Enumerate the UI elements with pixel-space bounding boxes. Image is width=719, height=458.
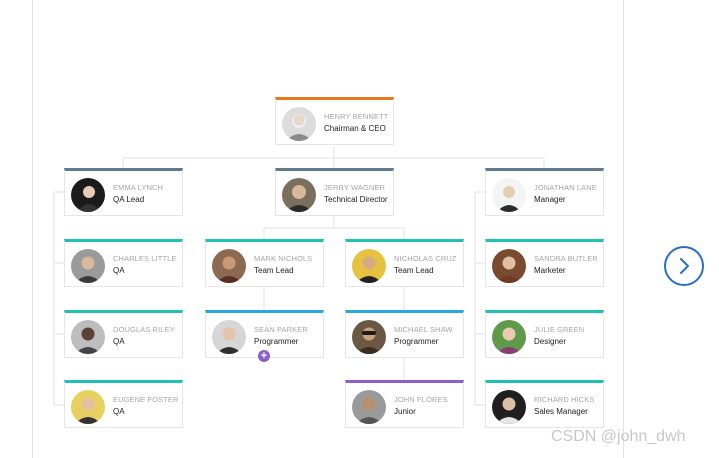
employee-role: Designer xyxy=(534,337,567,346)
org-card-michael-shaw[interactable]: MICHAEL SHAW Programmer xyxy=(345,310,464,358)
employee-name: RICHARD HICKS xyxy=(534,395,595,404)
employee-name: EUGENE FOSTER xyxy=(113,395,179,404)
employee-name: MICHAEL SHAW xyxy=(394,325,453,334)
employee-role: Technical Director xyxy=(324,195,388,204)
avatar xyxy=(71,320,105,354)
next-button[interactable] xyxy=(664,246,704,286)
employee-name: JOHN FLORES xyxy=(394,395,448,404)
org-card-john-flores[interactable]: JOHN FLORES Junior xyxy=(345,380,464,428)
avatar xyxy=(492,249,526,283)
employee-role: Junior xyxy=(394,407,416,416)
employee-name: JONATHAN LANE xyxy=(534,183,597,192)
avatar xyxy=(352,390,386,424)
employee-name: NICHOLAS CRUZ xyxy=(394,254,457,263)
org-card-emma-lynch[interactable]: EMMA LYNCH QA Lead xyxy=(64,168,183,216)
employee-name: CHARLES LITTLE xyxy=(113,254,177,263)
avatar xyxy=(282,178,316,212)
org-card-jonathan-lane[interactable]: JONATHAN LANE Manager xyxy=(485,168,604,216)
avatar xyxy=(212,320,246,354)
employee-role: QA xyxy=(113,266,125,275)
employee-name: SEAN PARKER xyxy=(254,325,308,334)
employee-role: Team Lead xyxy=(254,266,294,275)
org-card-sandra-butler[interactable]: SANDRA BUTLER Marketer xyxy=(485,239,604,287)
employee-role: QA Lead xyxy=(113,195,145,204)
employee-name: HENRY BENNETT xyxy=(324,112,389,121)
avatar xyxy=(71,178,105,212)
expand-plus-icon[interactable]: + xyxy=(258,350,270,362)
avatar xyxy=(212,249,246,283)
employee-role: Programmer xyxy=(394,337,439,346)
org-card-mark-nichols[interactable]: MARK NICHOLS Team Lead xyxy=(205,239,324,287)
employee-name: EMMA LYNCH xyxy=(113,183,164,192)
employee-role: Chairman & CEO xyxy=(324,124,386,133)
employee-role: Marketer xyxy=(534,266,566,275)
org-card-eugene-foster[interactable]: EUGENE FOSTER QA xyxy=(64,380,183,428)
org-card-richard-hicks[interactable]: RICHARD HICKS Sales Manager xyxy=(485,380,604,428)
employee-role: Team Lead xyxy=(394,266,434,275)
watermark: CSDN @john_dwh xyxy=(551,428,686,445)
org-card-julie-green[interactable]: JULIE GREEN Designer xyxy=(485,310,604,358)
employee-name: JERRY WAGNER xyxy=(324,183,386,192)
avatar xyxy=(492,320,526,354)
employee-role: Manager xyxy=(534,195,566,204)
org-card-sean-parker[interactable]: SEAN PARKER Programmer xyxy=(205,310,324,358)
employee-role: Sales Manager xyxy=(534,407,588,416)
employee-role: QA xyxy=(113,337,125,346)
employee-name: JULIE GREEN xyxy=(534,325,585,334)
org-card-charles-little[interactable]: CHARLES LITTLE QA xyxy=(64,239,183,287)
employee-role: Programmer xyxy=(254,337,299,346)
avatar xyxy=(352,320,386,354)
avatar xyxy=(71,249,105,283)
avatar xyxy=(71,390,105,424)
employee-name: MARK NICHOLS xyxy=(254,254,313,263)
avatar xyxy=(282,107,316,141)
employee-name: DOUGLAS RILEY xyxy=(113,325,175,334)
avatar xyxy=(352,249,386,283)
org-card-douglas-riley[interactable]: DOUGLAS RILEY QA xyxy=(64,310,183,358)
employee-name: SANDRA BUTLER xyxy=(534,254,598,263)
employee-role: QA xyxy=(113,407,125,416)
org-card-nicholas-cruz[interactable]: NICHOLAS CRUZ Team Lead xyxy=(345,239,464,287)
org-card-henry-bennett[interactable]: HENRY BENNETT Chairman & CEO xyxy=(275,97,394,145)
chevron-right-icon xyxy=(680,258,689,274)
avatar xyxy=(492,178,526,212)
avatar xyxy=(492,390,526,424)
org-card-jerry-wagner[interactable]: JERRY WAGNER Technical Director xyxy=(275,168,394,216)
